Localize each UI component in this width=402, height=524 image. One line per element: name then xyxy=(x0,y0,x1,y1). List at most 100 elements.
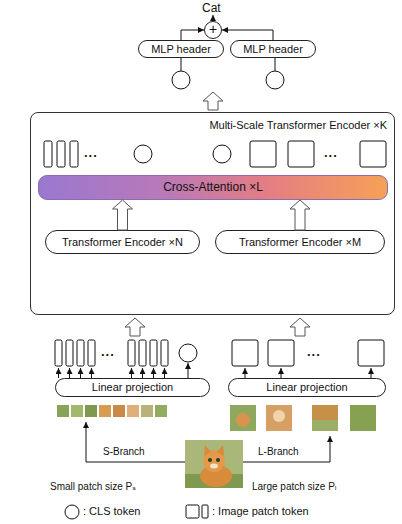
small-patch-token xyxy=(139,340,146,366)
image-patch xyxy=(85,405,97,417)
cls-token xyxy=(172,71,190,89)
wire xyxy=(181,58,182,71)
patch-size-label: Large patch size Pₗ xyxy=(252,481,337,492)
block-arrow xyxy=(203,92,223,110)
wire xyxy=(275,58,276,71)
patch-detail xyxy=(273,410,285,422)
image-patch xyxy=(230,405,256,431)
image-patch xyxy=(99,405,111,417)
large-patch-token xyxy=(358,340,384,366)
connector-arrow xyxy=(181,30,204,40)
node-text: + xyxy=(209,22,217,37)
cls-token xyxy=(266,71,284,89)
small-patch-token xyxy=(57,141,65,167)
output-label: Cat xyxy=(202,1,221,15)
image-patch xyxy=(155,405,167,417)
cat-ear xyxy=(204,445,211,456)
small-patches xyxy=(57,405,167,417)
patch-detail xyxy=(236,413,250,427)
cls-token xyxy=(213,145,231,163)
cat-muzzle xyxy=(210,464,218,469)
small-patch-token xyxy=(55,340,62,366)
transformer-encoder-box: Transformer Encoder ×M xyxy=(215,230,385,254)
legend-patch-sample xyxy=(202,505,208,518)
mlp-header-box: MLP header xyxy=(138,40,224,58)
token-arrow xyxy=(371,368,372,378)
node-text: MLP header xyxy=(243,43,303,55)
large-patch-token xyxy=(232,340,258,366)
legend-text: : Image patch token xyxy=(212,505,309,517)
encoder-frame: Multi-Scale Transformer Encoder ×K Cross-… xyxy=(30,112,395,315)
block-arrow xyxy=(125,318,145,336)
token-arrow xyxy=(80,368,81,378)
token-arrow xyxy=(153,368,154,378)
token-arrows xyxy=(59,363,372,378)
image-patch xyxy=(113,405,125,417)
branch-line xyxy=(86,422,185,462)
small-patch-token xyxy=(88,340,95,366)
branch-label: S-Branch xyxy=(103,446,145,457)
branch-label: L-Branch xyxy=(258,446,299,457)
image-patch xyxy=(71,405,83,417)
cls-token xyxy=(179,344,197,362)
block-arrow xyxy=(113,200,133,230)
patch-size-label: Small patch size Pₛ xyxy=(50,481,136,492)
linear-projection-box: Linear projection xyxy=(55,378,210,397)
image-patch xyxy=(141,405,153,417)
small-patch-token xyxy=(70,141,78,167)
small-patch-token xyxy=(44,141,52,167)
legend-text: : CLS token xyxy=(83,505,140,517)
cat-eye xyxy=(216,458,220,462)
image-patch xyxy=(312,405,338,431)
small-patch-token xyxy=(150,340,157,366)
node-text: Linear projection xyxy=(266,381,347,393)
token-arrow xyxy=(281,368,282,378)
ellipsis: ... xyxy=(307,344,321,359)
image-patch xyxy=(127,405,139,417)
image-patch xyxy=(350,405,376,431)
cross-attention-band: Cross-Attention ×L xyxy=(38,175,388,200)
token-arrow xyxy=(58,368,59,378)
patch-detail xyxy=(312,420,338,431)
token-arrow xyxy=(142,368,143,378)
node-text: Transformer Encoder ×M xyxy=(239,236,361,248)
small-patch-token xyxy=(128,340,135,366)
mlp-header-box: MLP header xyxy=(230,40,316,58)
branch-line xyxy=(243,436,330,462)
token-arrow xyxy=(91,368,92,378)
ellipsis: ... xyxy=(324,145,338,160)
legend-patch-sample xyxy=(186,505,199,518)
token-arrow xyxy=(245,368,246,378)
large-patches xyxy=(230,405,376,431)
large-patch-token xyxy=(250,141,276,167)
ellipsis: ... xyxy=(101,344,115,359)
connector-arrow xyxy=(222,30,273,40)
token-arrow xyxy=(131,368,132,378)
large-patch-token xyxy=(288,141,314,167)
photo-background xyxy=(185,440,243,488)
block-arrow xyxy=(290,200,310,230)
legend-cls-sample xyxy=(65,505,79,519)
small-patch-token xyxy=(66,340,73,366)
image-patch xyxy=(266,405,292,431)
ellipsis: ... xyxy=(84,145,98,160)
frame-heading: Multi-Scale Transformer Encoder ×K xyxy=(209,119,387,131)
cls-token xyxy=(134,145,152,163)
small-patch-token xyxy=(77,340,84,366)
token-arrow xyxy=(69,368,70,378)
small-patch-token xyxy=(161,340,168,366)
large-patch-token xyxy=(360,141,386,167)
token-arrow xyxy=(188,363,189,378)
node-text: MLP header xyxy=(151,43,211,55)
token-arrow xyxy=(164,368,165,378)
image-patch xyxy=(57,405,69,417)
node-text: Transformer Encoder ×N xyxy=(62,236,183,248)
large-patch-token xyxy=(268,340,294,366)
sum-circle: + xyxy=(204,21,222,39)
cat-photo xyxy=(185,440,243,488)
linear-projection-box: Linear projection xyxy=(228,378,386,397)
